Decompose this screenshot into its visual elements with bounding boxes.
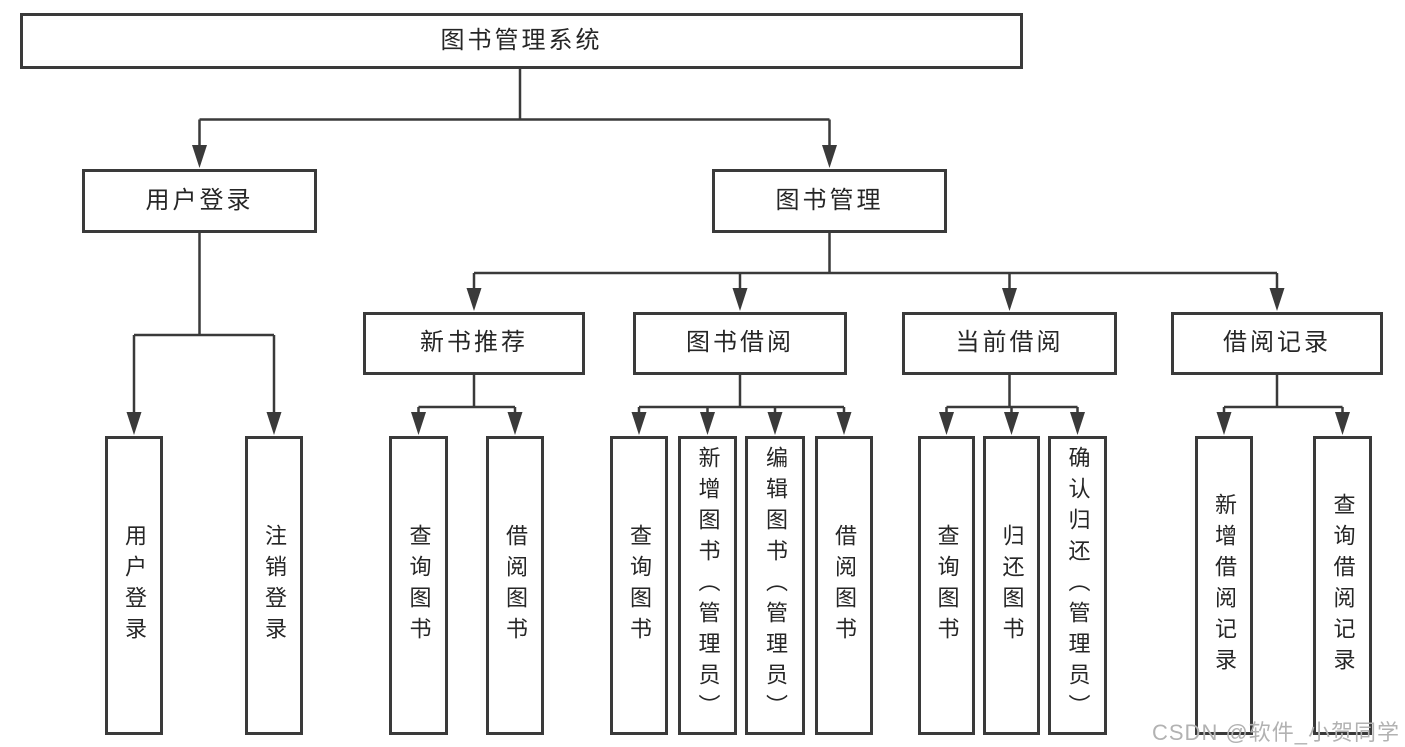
node-label: 当前借阅 [955,329,1064,357]
arrow-down-icon [767,412,783,435]
arrow-down-icon [266,412,282,435]
arrow-down-icon [836,412,852,435]
node-borrow-borrow-books: 借阅图书 [815,436,873,735]
node-label: 查询图书 [627,523,652,648]
arrow-down-icon [1070,412,1085,435]
node-recommend-borrow-books: 借阅图书 [486,436,544,735]
csdn-watermark: CSDN @软件_小贺同学 [1152,720,1401,745]
node-label: 编辑图书（管理员） [763,446,788,725]
node-label: 借阅图书 [503,523,528,648]
arrow-down-icon [411,412,426,435]
arrow-down-icon [507,412,523,435]
arrow-down-icon [939,412,954,435]
node-label: 借阅记录 [1223,329,1331,357]
arrow-down-icon [192,145,207,168]
arrow-down-icon [732,288,748,311]
node-label: 查询借阅记录 [1330,492,1356,679]
node-label: 查询图书 [934,523,960,648]
node-current-borrowing: 当前借阅 [902,312,1117,375]
node-label: 新增借阅记录 [1212,492,1237,679]
arrow-down-icon [1002,288,1017,311]
node-current-return-books: 归还图书 [983,436,1040,735]
arrow-down-icon [466,288,482,311]
node-label: 新增图书（管理员） [695,446,721,725]
node-borrow-add-books-admin: 新增图书（管理员） [678,436,737,735]
node-library-system: 图书管理系统 [20,13,1023,69]
node-label: 用户登录 [145,186,254,214]
node-records-query-record: 查询借阅记录 [1313,436,1372,735]
node-borrow-edit-books-admin: 编辑图书（管理员） [745,436,805,735]
node-new-book-recommend: 新书推荐 [363,312,585,375]
node-label: 图书管理系统 [440,26,603,54]
node-current-query-books: 查询图书 [918,436,975,735]
node-label: 归还图书 [999,523,1025,648]
node-label: 新书推荐 [420,329,528,357]
node-leaf-user-login: 用户登录 [105,436,163,735]
node-borrow-query-books: 查询图书 [610,436,668,735]
node-book-management: 图书管理 [712,169,947,233]
arrow-down-icon [1269,288,1285,311]
node-user-login: 用户登录 [82,169,317,233]
arrow-down-icon [1004,412,1019,435]
arrow-down-icon [700,412,715,435]
node-book-borrowing: 图书借阅 [633,312,847,375]
node-borrowing-records: 借阅记录 [1171,312,1383,375]
arrow-down-icon [631,412,647,435]
node-records-add-record: 新增借阅记录 [1195,436,1253,735]
arrow-down-icon [1216,412,1232,435]
node-label: 注销登录 [262,523,287,648]
arrow-down-icon [1335,412,1350,435]
node-recommend-query-books: 查询图书 [389,436,448,735]
node-label: 用户登录 [122,523,147,648]
node-current-confirm-return-admin: 确认归还（管理员） [1048,436,1107,735]
node-label: 确认归还（管理员） [1065,446,1091,725]
node-label: 图书借阅 [686,329,794,357]
node-leaf-logout: 注销登录 [245,436,303,735]
node-label: 查询图书 [406,523,432,648]
arrow-down-icon [822,145,837,168]
node-label: 图书管理 [775,186,884,214]
node-label: 借阅图书 [832,523,857,648]
arrow-down-icon [126,412,142,435]
